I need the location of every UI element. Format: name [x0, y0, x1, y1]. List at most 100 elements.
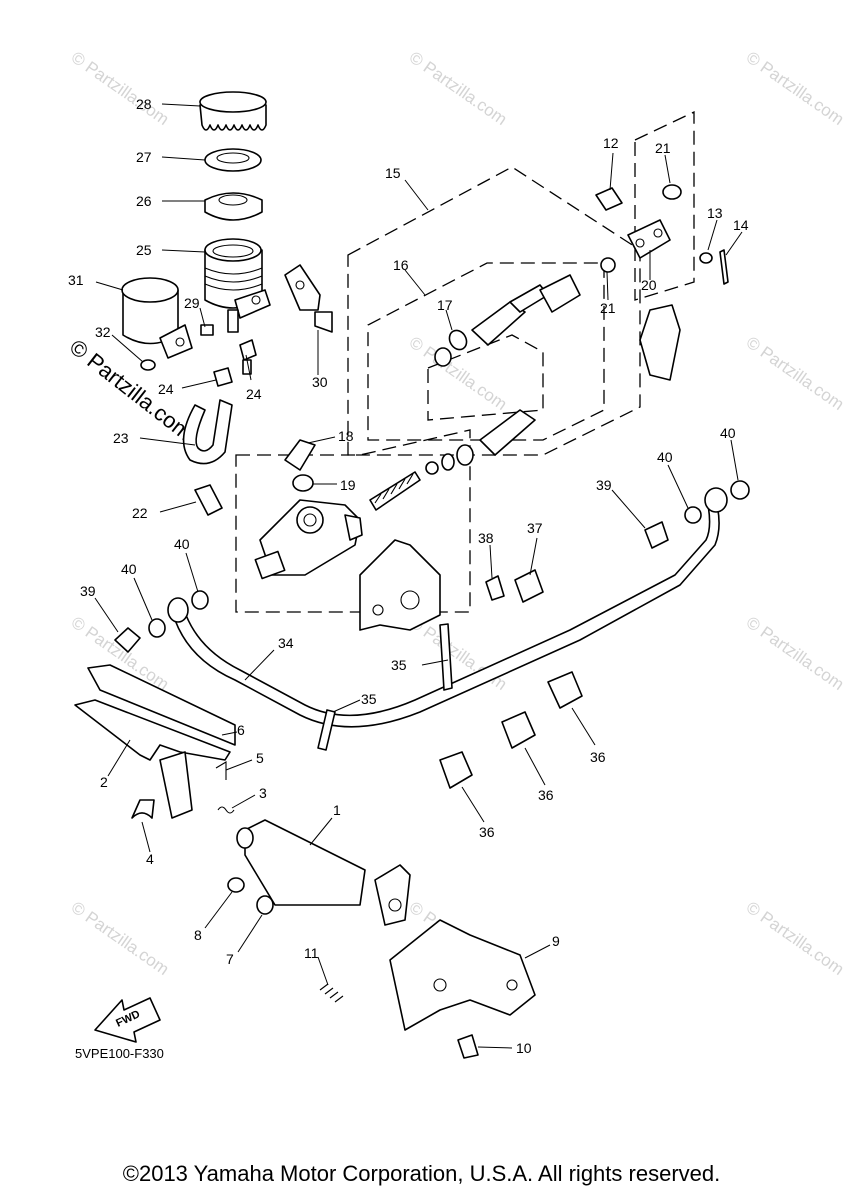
seal-19: [292, 474, 314, 492]
nut-10: [457, 1034, 479, 1059]
cotter-pin-5: [215, 761, 227, 780]
watermark: © Partzilla.com: [68, 48, 173, 129]
clevis: [627, 219, 671, 259]
callout-9: 9: [552, 933, 560, 949]
callouts: 28 27 26 25 31 29 32 24 24 23 30 18 19 2…: [68, 96, 749, 1056]
bracket-hole: [433, 978, 447, 992]
callout-21b: 21: [600, 300, 616, 316]
washer-40: [191, 590, 209, 610]
spring-coils: [374, 473, 414, 504]
callout-16: 16: [393, 257, 409, 273]
pedal-arm-upper: [639, 304, 681, 381]
washer-21: [662, 184, 682, 200]
hose-clip: [501, 711, 536, 749]
callout-5: 5: [256, 750, 264, 766]
callout-29: 29: [184, 295, 200, 311]
callout-22: 22: [132, 505, 148, 521]
dashed-box-inner: [427, 334, 544, 421]
spring-3: [217, 806, 235, 814]
callout-3: 3: [259, 785, 267, 801]
hose-fitting-18: [284, 439, 316, 471]
callout-39b: 39: [80, 583, 96, 599]
watermark: © Partzilla.com: [68, 898, 173, 979]
reservoir-hose: [182, 399, 233, 465]
spring-11: [319, 983, 344, 1003]
watermark: © Partzilla.com: [743, 898, 843, 979]
callout-28: 28: [136, 96, 152, 112]
hose-clip: [439, 751, 473, 789]
watermarks: © Partzilla.com © Partzilla.com © Partzi…: [68, 48, 843, 979]
grommet-29: [200, 324, 214, 336]
hose-eye-lower: [167, 597, 189, 623]
callout-40a: 40: [657, 449, 673, 465]
callout-39a: 39: [596, 477, 612, 493]
callout-40d: 40: [174, 536, 190, 552]
callout-14: 14: [733, 217, 749, 233]
callout-1: 1: [333, 802, 341, 818]
diaphragm: [204, 148, 262, 172]
hose-clamp-24b: [213, 367, 233, 387]
callout-19: 19: [340, 477, 356, 493]
callout-17: 17: [437, 297, 453, 313]
dashed-box-16: [367, 262, 605, 441]
hose-clip-37: [514, 569, 544, 603]
callout-36c: 36: [590, 749, 606, 765]
callout-27: 27: [136, 149, 152, 165]
washer-40: [730, 480, 750, 500]
cable-tie: [317, 709, 336, 751]
callout-4: 4: [146, 851, 154, 867]
callout-30: 30: [312, 374, 328, 390]
callout-11: 11: [304, 945, 319, 961]
piston-assembly: [425, 257, 616, 475]
callout-32: 32: [95, 324, 111, 340]
callout-23: 23: [113, 430, 129, 446]
callout-35b: 35: [391, 657, 407, 673]
union-bolt-39: [114, 627, 141, 653]
reservoir-cap: [199, 91, 267, 131]
callout-24b: 24: [246, 386, 262, 402]
callout-12: 12: [603, 135, 619, 151]
reservoir-bracket: [284, 264, 333, 333]
callout-8: 8: [194, 927, 202, 943]
hose-clamp-24: [239, 339, 257, 361]
brake-hose: [174, 504, 720, 728]
bolt-22: [194, 484, 223, 516]
callout-20: 20: [641, 277, 657, 293]
callout-37: 37: [527, 520, 543, 536]
brake-pedal: [74, 699, 231, 761]
washer-40: [148, 618, 166, 638]
hose-clip: [547, 671, 583, 709]
hose-eye-upper: [704, 487, 728, 513]
washer-32: [140, 359, 156, 371]
master-cylinder-assembly: [236, 819, 411, 926]
callout-13: 13: [707, 205, 723, 221]
pivot-pin-4: [131, 799, 155, 819]
watermark: © Partzilla.com: [743, 48, 843, 129]
bolt-38: [485, 575, 505, 601]
callout-31: 31: [68, 272, 84, 288]
leader-lines: [94, 103, 743, 1049]
washer-40: [684, 506, 702, 524]
watermark: © Partzilla.com: [743, 613, 843, 694]
watermark: © Partzilla.com: [743, 333, 843, 414]
cotter-pin-14: [719, 249, 729, 285]
washer-13: [699, 252, 713, 264]
callout-10: 10: [516, 1040, 532, 1056]
union-bolt-39b: [644, 521, 669, 549]
reservoir: [204, 238, 271, 333]
callout-18: 18: [338, 428, 354, 444]
seal-7: [256, 895, 274, 915]
fwd-arrow: FWD: [94, 997, 161, 1043]
reservoir-cover: [121, 277, 193, 359]
dashed-box-clevis: [634, 110, 695, 301]
callout-35a: 35: [361, 691, 377, 707]
callout-2: 2: [100, 774, 108, 790]
callout-7: 7: [226, 951, 234, 967]
mounting-plate: [359, 539, 441, 631]
callout-21a: 21: [655, 140, 671, 156]
dashed-box-master-cylinder: [235, 429, 471, 613]
watermark: © Partzilla.com: [406, 48, 511, 129]
callout-34: 34: [278, 635, 294, 651]
master-cylinder: [254, 499, 363, 580]
